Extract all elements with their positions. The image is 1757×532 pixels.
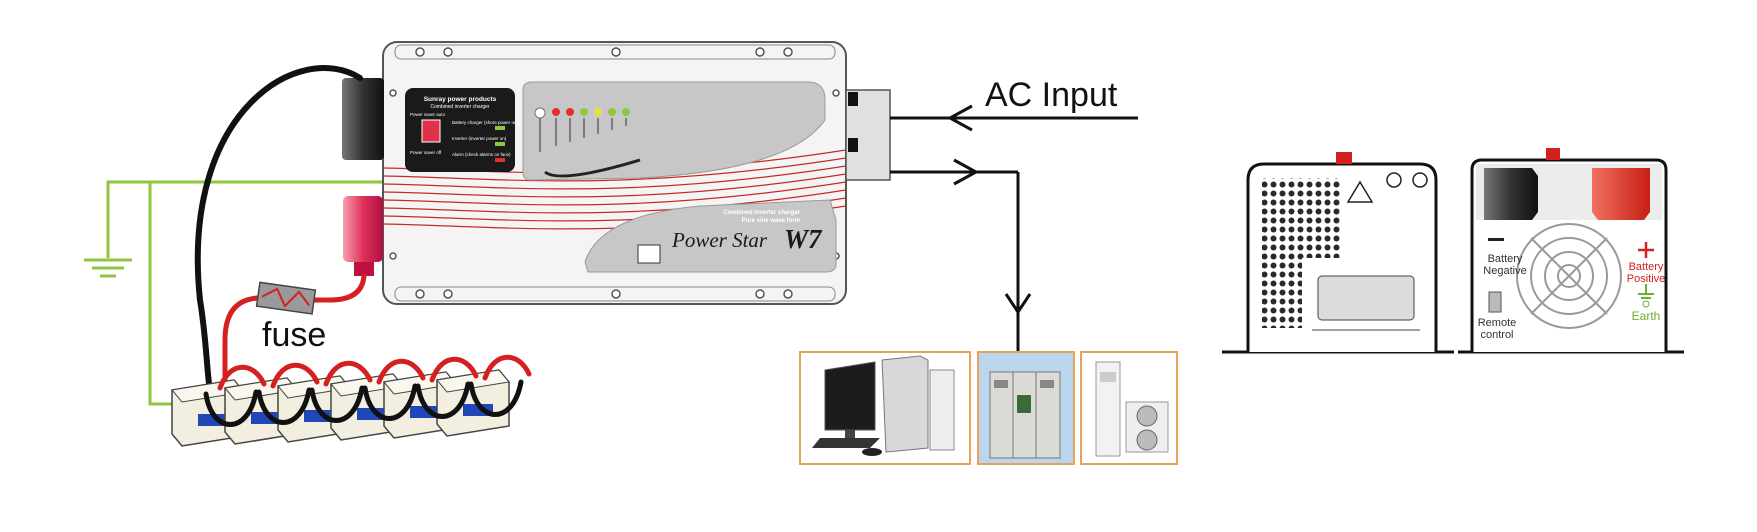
fuse-icon <box>255 281 317 315</box>
battery-positive-label-2: Positive <box>1627 273 1666 285</box>
rear-panel-ac-side <box>1222 152 1454 354</box>
computer-icon <box>812 355 955 456</box>
panel-power-saver-auto: Power saver auto <box>410 112 446 117</box>
brand-name: Power Star <box>671 228 768 252</box>
ac-wiring <box>890 104 1138 352</box>
remote-control-port <box>1488 291 1502 313</box>
battery-negative-terminal <box>1484 168 1538 220</box>
ground-wiring <box>106 180 383 406</box>
remote-control-label-1: Remote <box>1478 317 1517 329</box>
battery-positive-terminal <box>1592 168 1650 220</box>
negative-terminal <box>342 78 384 160</box>
status-leds <box>534 107 630 152</box>
panel-power-saver-off: Power saver off <box>410 150 442 155</box>
battery-link-positive <box>429 356 479 383</box>
panel-alarm: Alarm (check alarms on face) <box>452 152 511 157</box>
ac-terminal-box <box>845 89 891 181</box>
certification-mark-icon <box>637 244 661 264</box>
battery-link-negative <box>203 389 259 427</box>
battery-icon <box>436 369 510 437</box>
battery-link-negative <box>362 383 418 421</box>
battery-bank <box>171 354 532 447</box>
earth-label: Earth <box>1632 309 1661 323</box>
battery-positive-label-1: Battery <box>1629 261 1664 273</box>
ac-input-label: AC Input <box>985 76 1118 114</box>
battery-link-negative <box>256 387 312 425</box>
battery-link-positive <box>323 360 373 387</box>
earth-symbol-icon <box>1638 284 1654 299</box>
battery-link-positive <box>270 362 320 389</box>
panel-title-1: Sunray power products <box>424 96 497 103</box>
load-switchgear <box>977 351 1075 465</box>
panel-battery-charger: Battery charger (shore power on) <box>452 120 519 125</box>
positive-terminal <box>343 196 383 262</box>
panel-inverter: Inverter (inverter power on) <box>452 136 507 141</box>
fan-grille-icon <box>1516 223 1622 329</box>
rear-panel-dc-side: Battery Negative Remote control Battery … <box>1458 148 1684 354</box>
battery-negative-label-2: Negative <box>1483 265 1526 277</box>
model-mark: W7 <box>784 224 823 254</box>
battery-link-positive <box>217 364 267 391</box>
load-air-conditioner <box>1080 351 1178 465</box>
air-conditioner-icon <box>1095 361 1169 457</box>
battery-link-negative <box>415 381 471 419</box>
battery-link-negative <box>309 385 365 423</box>
panel-title-2: Combined inverter charger <box>430 104 490 110</box>
battery-link-positive <box>376 358 426 385</box>
ground-symbol-icon <box>84 258 132 278</box>
inverter-unit: Sunray power products Combined inverter … <box>342 41 891 305</box>
inverter-subtitle-2: Pure sine wave form <box>742 218 800 224</box>
switchgear-cabinet-icon <box>989 371 1061 459</box>
battery-link-negative <box>468 379 524 417</box>
battery-link-positive <box>482 354 532 381</box>
fuse-label: fuse <box>262 316 326 354</box>
load-computer <box>799 351 971 465</box>
battery-negative-label-1: Battery <box>1488 253 1523 265</box>
inverter-subtitle-1: Combined inverter charger <box>723 210 800 216</box>
remote-control-label-2: control <box>1480 329 1513 341</box>
